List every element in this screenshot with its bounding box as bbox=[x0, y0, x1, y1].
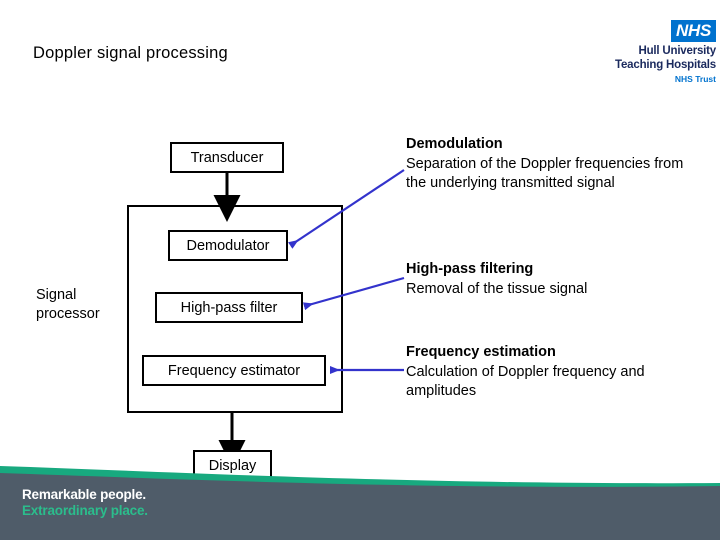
page-title: Doppler signal processing bbox=[33, 44, 228, 62]
footer-slogan: Remarkable people. Extraordinary place. bbox=[22, 487, 148, 518]
footer-slogan-line1: Remarkable people. bbox=[22, 487, 146, 502]
footer-wave-slate bbox=[0, 473, 720, 540]
nhs-trust-name-line1: Hull University bbox=[638, 45, 716, 57]
diagram-box-transducer-label: Transducer bbox=[190, 149, 264, 166]
footer-band: Remarkable people. Extraordinary place. bbox=[0, 450, 720, 540]
nhs-trust-name: Hull University Teaching Hospitals bbox=[588, 45, 716, 72]
annotation-highpass-filtering-heading: High-pass filtering bbox=[406, 261, 534, 277]
diagram-box-frequency-estimator-label: Frequency estimator bbox=[167, 362, 301, 379]
diagram-box-highpass-filter: High-pass filter bbox=[155, 292, 303, 323]
annotation-frequency-estimation-heading: Frequency estimation bbox=[406, 344, 556, 360]
annotation-demodulation-heading: Demodulation bbox=[406, 136, 503, 152]
diagram-box-transducer: Transducer bbox=[170, 142, 284, 173]
nhs-trust-subline: NHS Trust bbox=[674, 74, 716, 84]
annotation-highpass-filtering-body: Removal of the tissue signal bbox=[406, 280, 588, 297]
annotation-highpass-filtering: High-pass filtering Removal of the tissu… bbox=[406, 260, 696, 299]
footer-wave-graphic bbox=[0, 466, 720, 540]
annotation-demodulation: Demodulation Separation of the Doppler f… bbox=[406, 135, 696, 194]
footer-slogan-line2: Extraordinary place. bbox=[22, 502, 148, 518]
annotation-frequency-estimation: Frequency estimation Calculation of Dopp… bbox=[406, 343, 696, 402]
diagram-box-demodulator: Demodulator bbox=[168, 230, 288, 261]
diagram-box-highpass-filter-label: High-pass filter bbox=[180, 299, 278, 316]
nhs-trust-name-line2: Teaching Hospitals bbox=[615, 58, 716, 71]
diagram-box-demodulator-label: Demodulator bbox=[186, 237, 270, 254]
nhs-trust-logo: NHS Hull University Teaching Hospitals N… bbox=[588, 20, 716, 84]
annotation-frequency-estimation-body: Calculation of Doppler frequency and amp… bbox=[406, 363, 645, 400]
diagram-box-frequency-estimator: Frequency estimator bbox=[142, 355, 326, 386]
nhs-logo-mark: NHS bbox=[671, 20, 716, 42]
signal-processor-label: Signal processor bbox=[36, 287, 100, 322]
annotation-demodulation-body: Separation of the Doppler frequencies fr… bbox=[406, 155, 684, 192]
